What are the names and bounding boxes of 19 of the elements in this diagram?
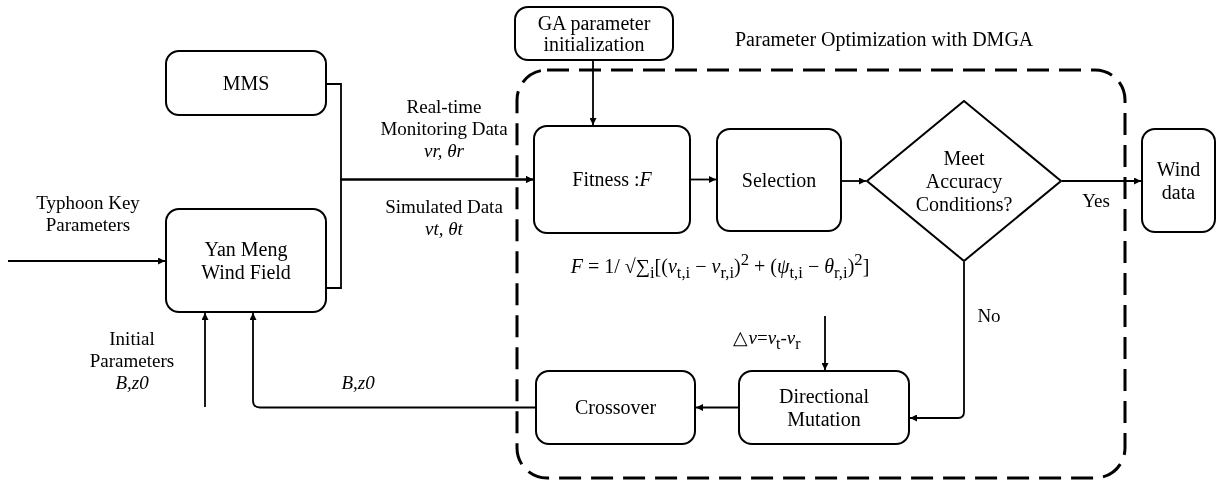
rounded-box: GA parameter initialization <box>514 6 674 61</box>
arrow <box>326 176 534 289</box>
process-box: Yan Meng Wind Field <box>165 208 327 313</box>
process-box: Fitness :F <box>533 125 691 234</box>
arrow <box>1061 177 1142 185</box>
arrow <box>201 312 209 408</box>
process-box: Directional Mutation <box>738 370 910 445</box>
arrow <box>249 312 536 409</box>
arrow <box>841 177 867 185</box>
arrow <box>909 261 965 422</box>
arrow <box>7 257 166 265</box>
arrow <box>589 60 597 126</box>
process-box: Selection <box>716 128 842 232</box>
arrow <box>690 176 717 183</box>
process-box: Wind data <box>1141 128 1216 233</box>
arrow <box>695 404 739 411</box>
arrow <box>821 315 829 371</box>
process-box: Crossover <box>535 370 696 445</box>
process-box: MMS <box>165 50 327 116</box>
